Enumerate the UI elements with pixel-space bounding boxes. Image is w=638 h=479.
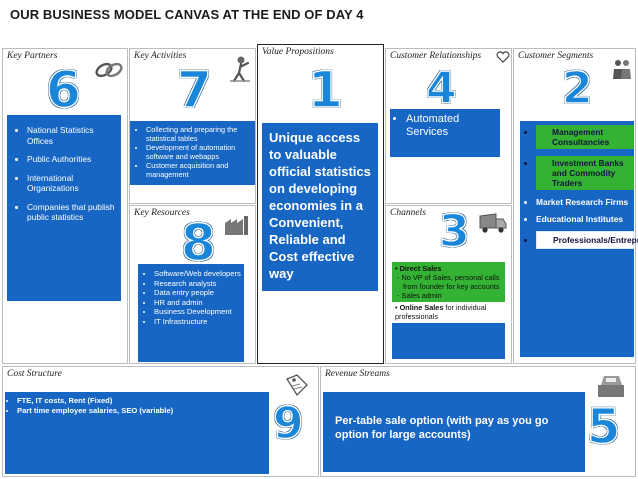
direct-sales-block: • Direct Sales - No VP of Sales, persona… xyxy=(392,262,505,302)
customer-segment-item: Management Consultancies xyxy=(536,125,634,149)
key-partner-item: Companies that publish public statistics xyxy=(27,202,117,223)
revenue-streams-text: Per-table sale option (with pay as you g… xyxy=(335,415,549,441)
value-propositions-cell: Value Propositions 1 Unique access to va… xyxy=(257,44,384,364)
person-group-icon xyxy=(610,57,634,81)
online-sales-rest: for individual professionals xyxy=(395,303,487,321)
cost-item: Part time employee salaries, SEO (variab… xyxy=(17,406,267,416)
key-activities-title: Key Activities xyxy=(134,51,187,61)
key-resource-item: Business Development xyxy=(154,307,242,317)
customer-segments-cell: Customer Segments 2 Management Consultan… xyxy=(513,48,638,364)
price-tag-icon xyxy=(284,373,310,397)
key-resource-item: Software/Web developers xyxy=(154,269,242,279)
key-activities-cell: Key Activities 7 Collecting and preparin… xyxy=(129,48,256,204)
key-activity-item: Development of automation software and w… xyxy=(146,143,253,161)
key-partner-item: International Organizations xyxy=(27,173,117,194)
customer-relationships-number: 4 xyxy=(425,63,457,114)
truck-icon xyxy=(478,212,508,234)
key-activity-item: Collecting and preparing the statistical… xyxy=(146,125,253,143)
key-resource-item: HR and admin xyxy=(154,298,242,308)
key-activities-panel: Collecting and preparing the statistical… xyxy=(130,121,255,185)
revenue-streams-panel: Per-table sale option (with pay as you g… xyxy=(323,392,585,472)
customer-relationships-title: Customer Relationships xyxy=(390,51,482,61)
cost-structure-title: Cost Structure xyxy=(7,369,62,379)
channels-cell: Channels 3 • Direct Sales - No VP of Sal… xyxy=(385,205,512,364)
customer-segment-item: Investment Banks and Commodity Traders xyxy=(536,156,634,190)
value-propositions-title: Value Propositions xyxy=(262,47,334,57)
online-sales-block: • Online Sales for individual profession… xyxy=(392,302,505,323)
value-propositions-number: 1 xyxy=(307,61,343,119)
direct-sales-item: - Sales admin xyxy=(397,291,442,300)
cost-item: FTE, IT costs, Rent (Fixed) xyxy=(17,396,267,406)
cost-structure-cell: Cost Structure FTE, IT costs, Rent (Fixe… xyxy=(2,366,319,477)
direct-sales-label: • Direct Sales xyxy=(395,264,442,273)
customer-relationship-item: Automated Services xyxy=(406,113,498,139)
customer-segment-item: Professionals/Entrepreneur xyxy=(536,231,638,249)
key-resources-cell: Key Resources 8 Software/Web developers … xyxy=(129,205,256,364)
direct-sales-item: - No VP of Sales, personal calls from fo… xyxy=(397,273,500,291)
revenue-streams-title: Revenue Streams xyxy=(325,369,390,379)
customer-relationships-cell: Customer Relationships 4 Automated Servi… xyxy=(385,48,512,204)
channels-panel: • Direct Sales - No VP of Sales, persona… xyxy=(392,262,505,359)
value-propositions-text: Unique access to valuable official stati… xyxy=(269,130,371,281)
cash-register-icon xyxy=(595,373,627,399)
key-partners-number: 6 xyxy=(45,61,81,119)
key-partner-item: Public Authorities xyxy=(27,154,117,165)
key-resource-item: Data entry people xyxy=(154,288,242,298)
customer-segments-number: 2 xyxy=(561,63,593,114)
customer-relationships-panel: Automated Services xyxy=(390,109,500,157)
channels-number: 3 xyxy=(438,206,470,257)
key-activities-number: 7 xyxy=(176,61,212,119)
revenue-streams-number: 5 xyxy=(586,399,621,455)
customer-segments-panel: Management Consultancies Investment Bank… xyxy=(520,121,638,357)
key-partners-title: Key Partners xyxy=(7,51,58,61)
chain-link-icon xyxy=(93,57,125,83)
heart-icon xyxy=(496,51,510,63)
key-partners-panel: National Statistics Offices Public Autho… xyxy=(7,115,121,301)
value-propositions-panel: Unique access to valuable official stati… xyxy=(262,123,378,291)
key-resources-title: Key Resources xyxy=(134,208,190,218)
key-resource-item: Research analysts xyxy=(154,279,242,289)
key-resources-number: 8 xyxy=(180,214,216,272)
key-partners-cell: Key Partners 6 National Statistics Offic… xyxy=(2,48,128,364)
factory-icon xyxy=(223,214,251,236)
revenue-streams-cell: Revenue Streams Per-table sale option (w… xyxy=(320,366,636,477)
key-resources-panel: Software/Web developers Research analyst… xyxy=(138,264,244,362)
customer-segments-title: Customer Segments xyxy=(518,51,594,61)
worker-icon xyxy=(227,55,253,83)
key-partner-item: National Statistics Offices xyxy=(27,125,117,146)
key-activity-item: Customer acquisition and management xyxy=(146,161,253,179)
channels-title: Channels xyxy=(390,208,426,218)
page-title: OUR BUSINESS MODEL CANVAS AT THE END OF … xyxy=(10,7,364,22)
cost-structure-number: 9 xyxy=(272,398,304,449)
customer-segment-item: Educational Institutes xyxy=(536,214,634,224)
customer-segment-item: Market Research Firms xyxy=(536,197,634,207)
key-resource-item: IT Infrastructure xyxy=(154,317,242,327)
online-sales-label: Online Sales xyxy=(399,303,444,312)
cost-structure-panel: FTE, IT costs, Rent (Fixed) Part time em… xyxy=(5,392,269,474)
